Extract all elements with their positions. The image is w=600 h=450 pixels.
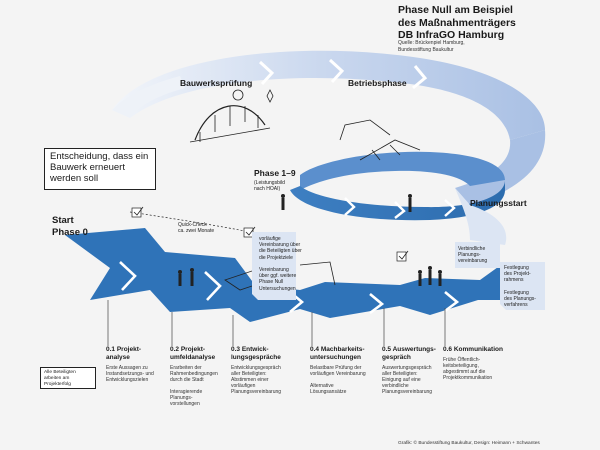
- label-phase-1-9: Phase 1–9: [254, 168, 296, 178]
- note-verbindliche-vereinbarung: Verbindliche Planungs- vereinbarung: [458, 246, 488, 265]
- planung-band: [455, 188, 507, 245]
- note-vorlaeufige-vereinbarung: vorläufige Vereinbarung über die Beteili…: [259, 236, 302, 292]
- middle-ring-chevrons: [344, 197, 456, 219]
- credit-line: Grafik: © Bundesstiftung Baukultur, Desi…: [398, 441, 540, 446]
- step-title: 0.6 Kommunikation: [443, 346, 503, 353]
- phase0-arrow: [65, 228, 515, 322]
- step-title: 0.1 Projekt-analyse: [106, 346, 142, 361]
- right-descending-band: [455, 130, 546, 205]
- label-phase-1-9-sub: (Leistungsbild nach HOAI): [254, 180, 285, 193]
- step-title: 0.5 Auswertungs-gespräch: [382, 346, 436, 361]
- step-body: Frühe Öffentlich-keitsbeteiligung,abgest…: [443, 356, 493, 382]
- step-title: 0.4 Machbarkeits-untersuchungen: [310, 346, 365, 361]
- label-bauwerkspruefung: Bauwerksprüfung: [180, 78, 253, 88]
- step-connectors: [107, 300, 446, 346]
- middle-ring-back: [300, 151, 505, 190]
- quickcheck-line: [129, 211, 251, 233]
- checkbox-icon: [243, 227, 254, 238]
- people-illustration: [178, 194, 442, 286]
- decision-box: Entscheidung, dass ein Bauwerk erneuert …: [44, 148, 156, 190]
- label-planungsstart: Planungsstart: [470, 198, 527, 208]
- page-title: Phase Null am Beispiel des Maßnahmenträg…: [398, 4, 516, 41]
- note-festlegung: Festlegung des Projekt- rahmens Festlegu…: [504, 265, 536, 309]
- upper-ring-band: [112, 50, 545, 140]
- bridge-illustration-left: [189, 89, 274, 143]
- note-flag: [455, 242, 500, 268]
- label-betriebsphase: Betriebsphase: [348, 78, 407, 88]
- step-title: 0.2 Projekt-umfeldanalyse: [170, 346, 216, 361]
- note-flag: [252, 232, 296, 300]
- upper-ring-chevrons: [258, 58, 428, 90]
- quickcheck-label: Quick-Check ca. zwei Monate: [178, 222, 215, 235]
- source-note: Quelle: Brückenpiel Hamburg, Bundesstift…: [398, 40, 465, 53]
- start-label: Start Phase 0: [52, 215, 88, 238]
- checkbox-icon: [396, 251, 407, 262]
- bridge-illustration-right: [339, 119, 421, 161]
- upper-ring-fade: [112, 76, 185, 118]
- note-flag: [500, 262, 545, 310]
- all-participants-box: Alle Beteiligten arbeiten am Projekterfo…: [40, 367, 96, 389]
- checkbox-icon: [131, 207, 142, 218]
- step-title: 0.3 Entwick-lungsgespräche: [231, 346, 281, 361]
